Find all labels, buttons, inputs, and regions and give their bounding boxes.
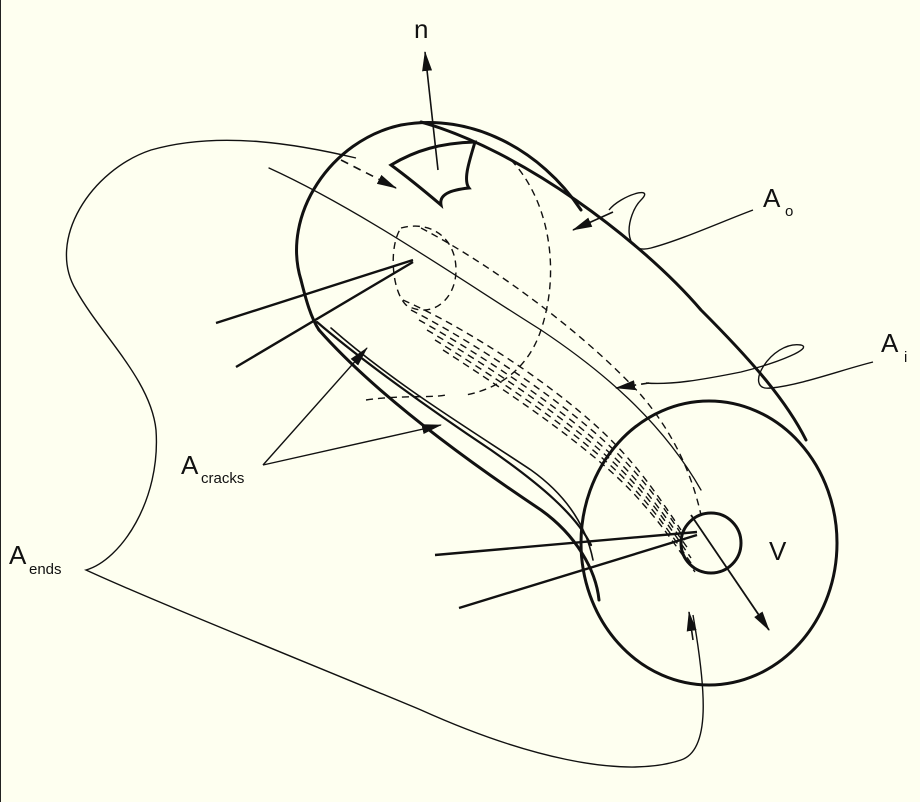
- crack-pointer-2: [235, 260, 414, 369]
- crack-pointer-3: [434, 530, 698, 557]
- cracks-leader-2: [262, 424, 442, 466]
- crack-pointer-1: [215, 258, 414, 325]
- hidden-bore-top: [420, 227, 702, 516]
- patch-dashed-arrow: [340, 159, 397, 189]
- crack-edge-inner: [315, 320, 593, 547]
- hidden-crack-back: [365, 394, 447, 401]
- tube-ridge-line: [268, 167, 702, 491]
- crack-edge-mid: [330, 327, 594, 561]
- cracks-subscript: cracks: [201, 470, 244, 487]
- ends-arrow-front: [686, 611, 697, 641]
- outer-surface-subscript: o: [785, 203, 793, 220]
- ends-label: A: [9, 540, 27, 570]
- hidden-bore-5: [434, 339, 694, 567]
- cracks-leader-1: [262, 347, 368, 466]
- hidden-bore-3: [418, 319, 690, 551]
- tube-top-edge: [419, 120, 808, 442]
- axis-arrow: [690, 514, 770, 631]
- cracks-label: A: [181, 450, 199, 480]
- inner-surface-label: A: [881, 328, 899, 358]
- ends-subscript: ends: [29, 561, 62, 578]
- hidden-bore-1: [402, 299, 682, 531]
- normal-arrow: [422, 51, 439, 171]
- tube-back-end-arc: [295, 120, 583, 282]
- tube-left-edge: [299, 278, 321, 332]
- inner-bore: [679, 511, 743, 575]
- outer-surface-arrow: [572, 211, 614, 231]
- inner-surface-subscript: i: [904, 349, 907, 366]
- crack-pointer-4: [458, 533, 698, 610]
- outer-surface-label: A: [763, 183, 781, 213]
- normal-label: n: [414, 14, 428, 44]
- crack-edge-outer: [317, 328, 601, 602]
- outer-surface-leader: [608, 191, 754, 250]
- hidden-outer-arc: [465, 159, 552, 396]
- inner-surface-arrow: [615, 380, 650, 391]
- ends-leader-loop: [65, 139, 704, 768]
- hidden-bore-4: [426, 329, 692, 559]
- hidden-bore-6: [442, 349, 696, 573]
- volume-label: V: [769, 536, 787, 566]
- hidden-bore-2: [410, 309, 686, 541]
- inner-surface-leader: [645, 344, 874, 389]
- surface-patch: [388, 140, 478, 209]
